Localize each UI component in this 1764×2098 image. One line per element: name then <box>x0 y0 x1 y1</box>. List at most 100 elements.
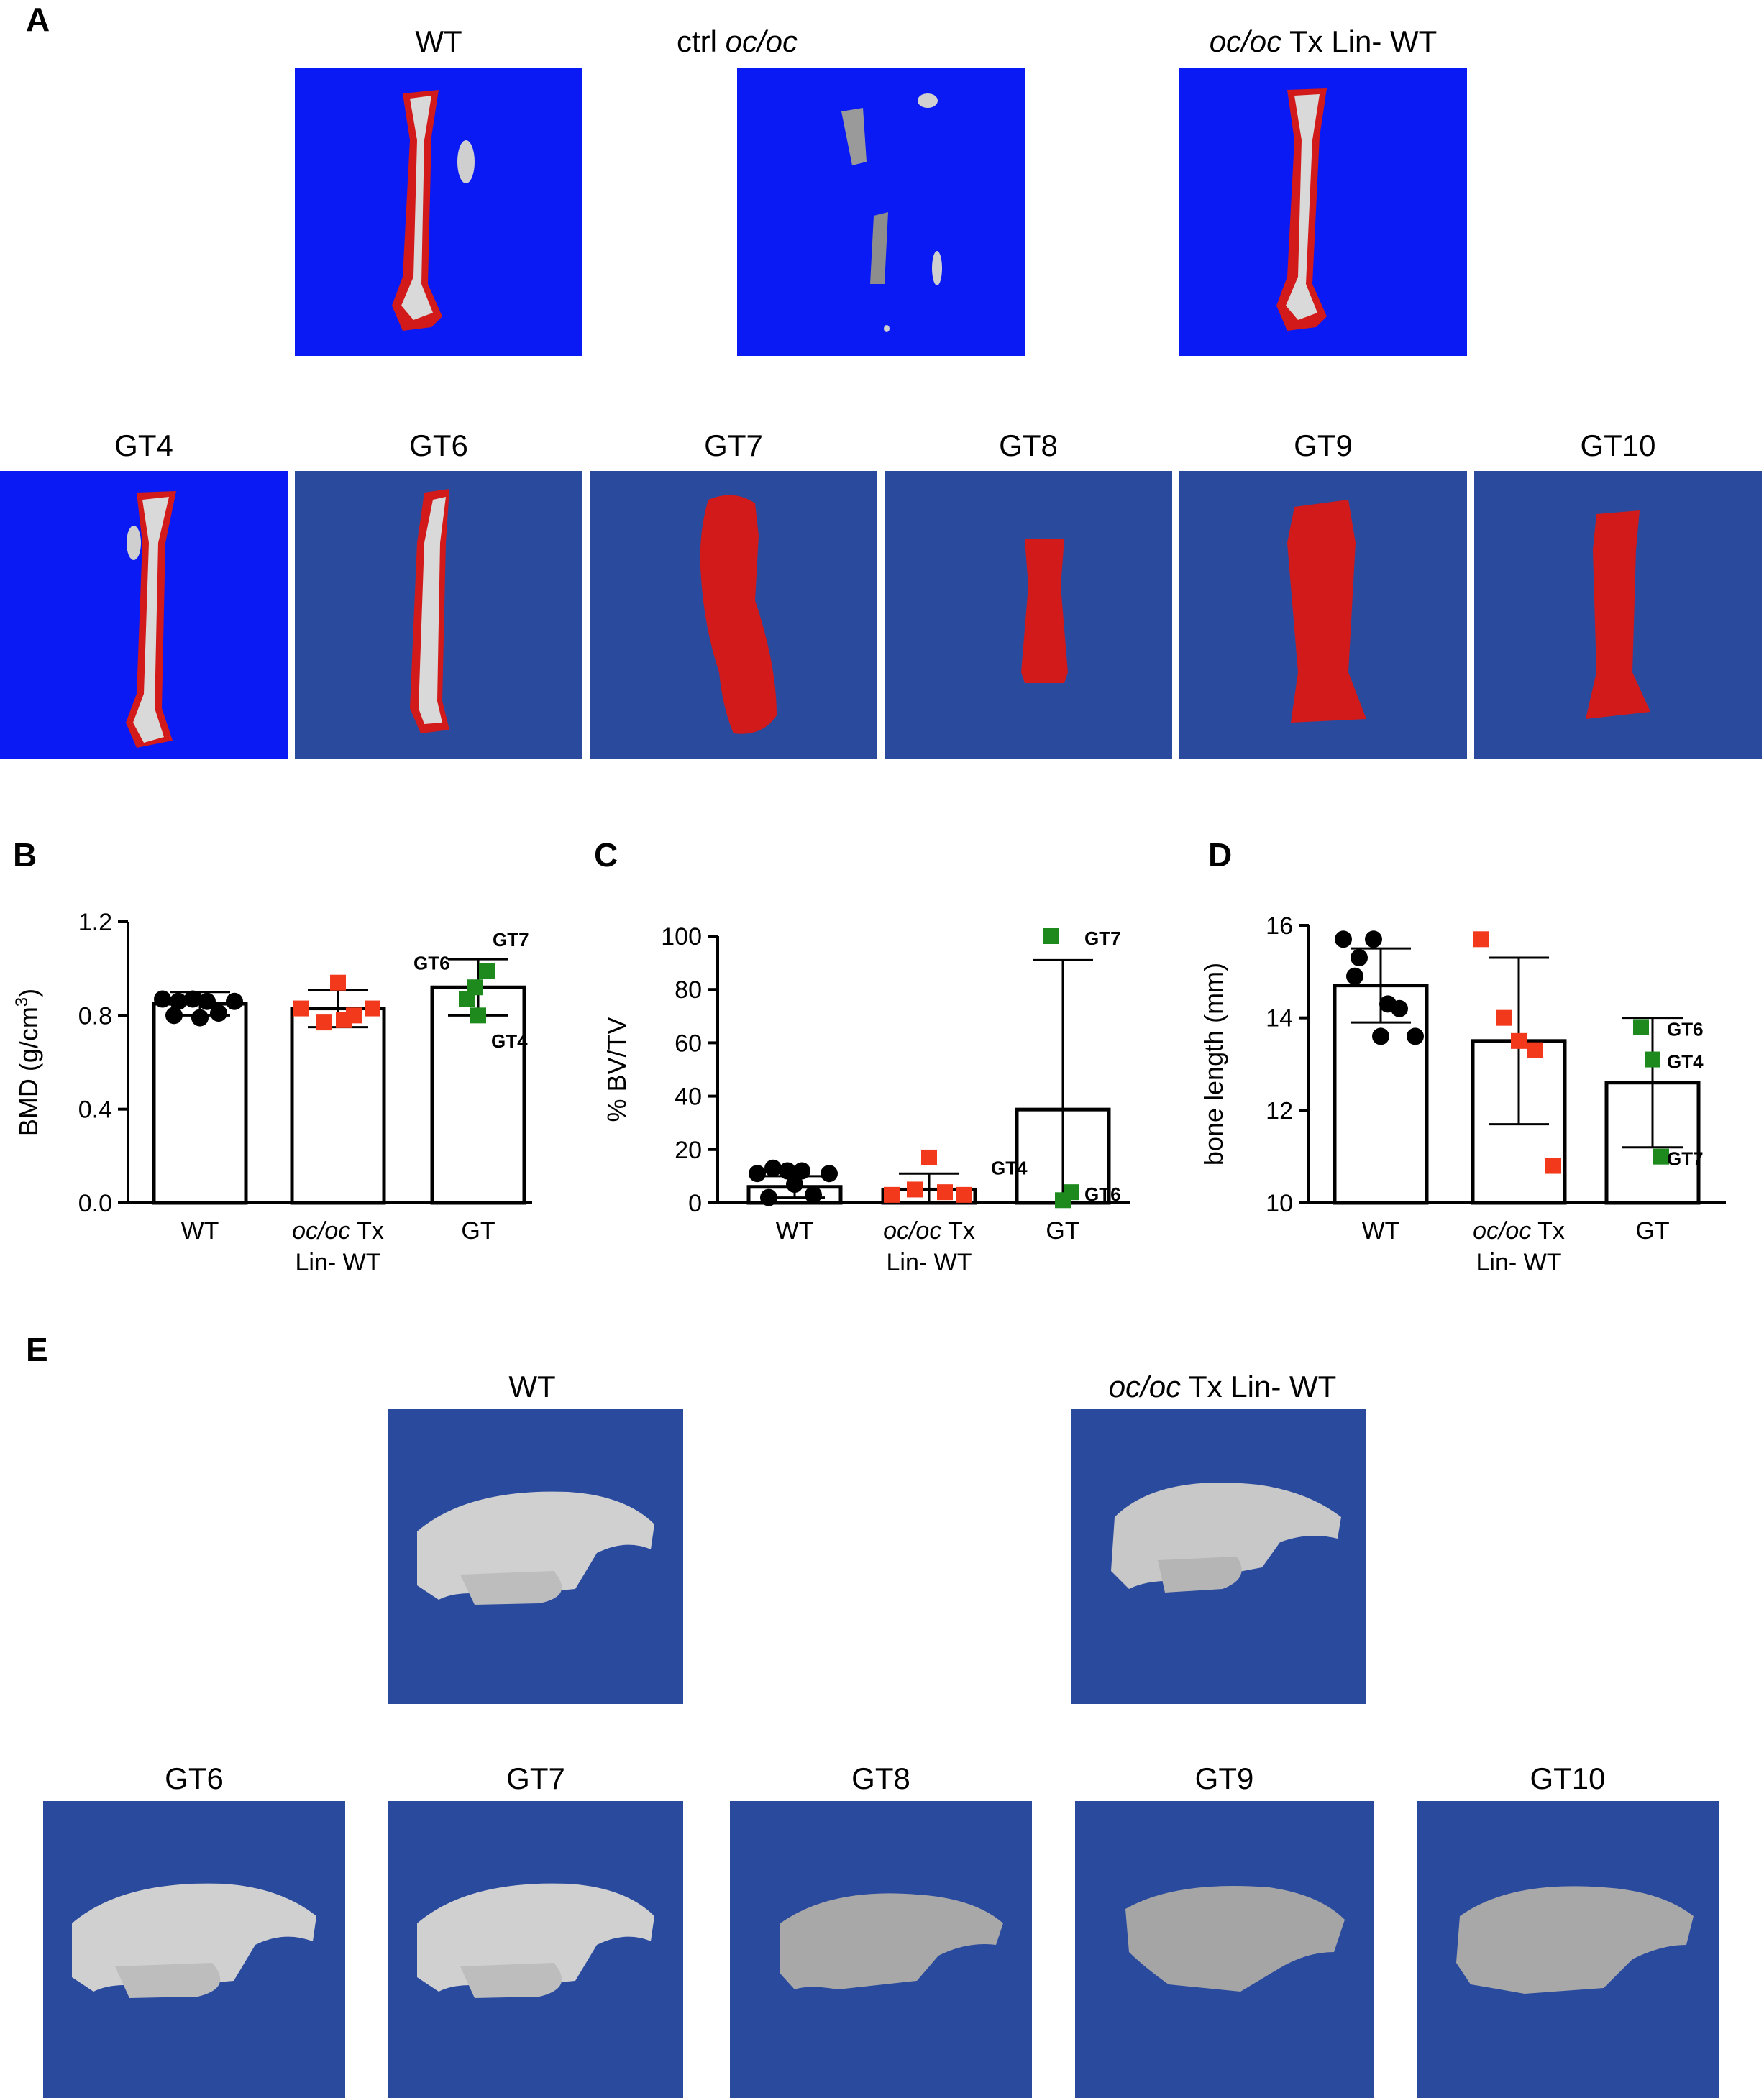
x-tick-label-text: GT <box>461 1217 495 1245</box>
data-point <box>956 1186 972 1203</box>
femur-image <box>1021 539 1068 683</box>
x-tick-label: GT <box>1046 1217 1079 1245</box>
y-tick-label: 0.8 <box>78 1002 112 1030</box>
skull-image <box>780 1893 1003 1989</box>
panel-a-title-gt7: GT7 <box>704 429 763 462</box>
femur-image <box>1586 510 1650 719</box>
y-tick-label: 0 <box>688 1190 702 1217</box>
x-tick-label: oc/oc Tx <box>292 1217 384 1245</box>
data-point <box>1391 999 1408 1017</box>
x-tick-label: oc/oc Tx <box>1473 1217 1565 1245</box>
y-axis-label: bone length (mm) <box>1199 963 1228 1165</box>
x-tick-label-text: GT <box>1635 1217 1669 1245</box>
data-point <box>793 1162 810 1180</box>
x-tick-label: GT <box>461 1217 495 1245</box>
data-point <box>1365 930 1382 948</box>
panel-letter-d: D <box>1208 836 1233 874</box>
data-point <box>336 1012 352 1028</box>
panel-a-title-gt4: GT4 <box>114 429 173 462</box>
data-point <box>316 1014 332 1031</box>
femur-image <box>392 90 475 331</box>
bar <box>152 1002 248 1205</box>
data-point <box>786 1176 803 1194</box>
data-point <box>479 963 495 979</box>
data-point <box>184 990 201 1008</box>
x-tick-label: WT <box>1362 1217 1400 1245</box>
data-point <box>154 990 171 1008</box>
data-point <box>1407 1027 1424 1045</box>
panel-a-title-gt9: GT9 <box>1294 429 1353 462</box>
panel-letter-a: A <box>26 1 50 38</box>
y-axis-label-text: BMD (g/cm <box>14 1007 43 1136</box>
data-point <box>1545 1158 1561 1174</box>
point-label: GT6 <box>413 953 450 974</box>
skull-scan-gt7 <box>388 1801 683 2098</box>
y-axis-label: BMD (g/cm3) <box>12 989 43 1136</box>
femur-scan-gt8 <box>885 471 1172 759</box>
femur-fragments-image <box>841 93 942 332</box>
point-label: GT4 <box>1667 1051 1704 1073</box>
x-tick-label-italic: oc/oc <box>1473 1217 1531 1245</box>
femur-image <box>126 491 176 748</box>
femur-scan-gt6 <box>295 471 582 759</box>
data-point <box>937 1184 953 1201</box>
point-label: GT4 <box>991 1157 1028 1178</box>
femur-scan-gt10 <box>1474 471 1762 759</box>
y-tick-label: 100 <box>661 923 702 950</box>
femur-image <box>1287 500 1366 723</box>
y-tick-label: 20 <box>675 1137 702 1164</box>
data-point <box>1473 931 1489 948</box>
y-tick-label: 80 <box>675 976 702 1004</box>
panel-a-title-wt: WT <box>415 24 462 58</box>
y-tick-label: 12 <box>1266 1097 1293 1124</box>
data-point <box>1511 1032 1527 1049</box>
data-point <box>779 1162 796 1180</box>
data-point <box>198 992 216 1010</box>
femur-scan-tx <box>1179 68 1467 356</box>
x-tick-label: GT <box>1635 1217 1669 1245</box>
panel-letter-b: B <box>13 836 37 874</box>
skull-scan-tx <box>1071 1409 1366 1704</box>
y-tick-label: 0.0 <box>78 1190 112 1217</box>
point-label: GT4 <box>491 1030 528 1052</box>
panel-a-title-tx: oc/oc Tx Lin- WT <box>1209 24 1438 58</box>
skull-scan-gt6 <box>43 1801 345 2098</box>
panel-e-title-tx: oc/oc Tx Lin- WT <box>1108 1370 1337 1403</box>
data-point <box>1372 1027 1389 1045</box>
skull-image <box>417 1491 654 1605</box>
panel-a-title-gt10: GT10 <box>1580 429 1656 462</box>
data-point <box>1653 1148 1669 1165</box>
y-tick-label: 0.4 <box>78 1096 112 1124</box>
data-point <box>210 1004 227 1022</box>
data-point <box>467 979 483 996</box>
skull-scan-gt10 <box>1417 1801 1719 2098</box>
femur-scan-gt9 <box>1179 471 1467 759</box>
x-tick-label-text: GT <box>1046 1217 1079 1245</box>
data-point <box>1527 1042 1543 1058</box>
data-point <box>226 992 243 1010</box>
data-point <box>1645 1051 1660 1068</box>
x-tick-label-italic: oc/oc <box>883 1217 941 1245</box>
data-point <box>907 1181 923 1198</box>
data-point <box>1346 967 1363 985</box>
femur-image <box>700 495 777 734</box>
y-tick-label: 60 <box>675 1030 702 1057</box>
skull-image <box>72 1883 316 1998</box>
y-axis-label-text: % BV/TV <box>602 1017 631 1122</box>
panel-e-title-wt: WT <box>508 1370 556 1403</box>
data-point <box>330 974 346 991</box>
y-axis-label-text: bone length (mm) <box>1199 963 1228 1165</box>
femur-scan-gt4 <box>0 471 288 759</box>
femur-image <box>1276 88 1327 331</box>
y-tick-label: 16 <box>1266 912 1293 940</box>
x-tick-label-text: Tx <box>941 1217 975 1245</box>
panel-e-title-gt10: GT10 <box>1530 1762 1606 1795</box>
data-point <box>884 1186 900 1203</box>
y-tick-label: 40 <box>675 1084 702 1111</box>
femur-scan-ctrl <box>737 68 1025 356</box>
y-tick-label: 10 <box>1266 1190 1293 1217</box>
data-point <box>749 1165 766 1183</box>
data-point <box>470 1007 486 1024</box>
x-tick-label-text: Tx <box>350 1217 384 1245</box>
